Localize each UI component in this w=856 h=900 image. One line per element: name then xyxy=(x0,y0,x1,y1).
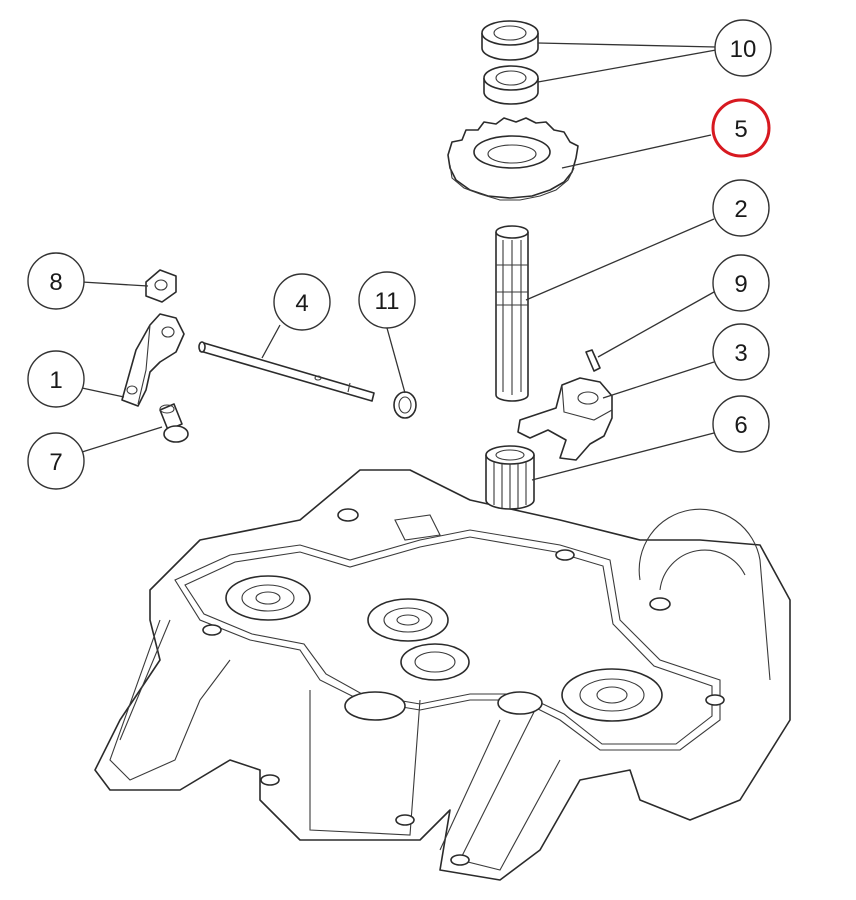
callout-label-5: 5 xyxy=(734,116,747,143)
part-7-bolt xyxy=(159,403,189,443)
callout-label-10: 10 xyxy=(730,36,757,63)
callout-1: 1 xyxy=(27,350,85,408)
part-3-shift-fork xyxy=(517,377,613,461)
callout-label-6: 6 xyxy=(734,412,747,439)
callout-3: 3 xyxy=(712,323,770,381)
callout-label-1: 1 xyxy=(49,367,62,394)
callout-10: 10 xyxy=(714,19,772,77)
part-10-bearings xyxy=(481,20,539,105)
callout-label-11: 11 xyxy=(375,288,400,315)
callout-11: 11 xyxy=(358,271,416,329)
gearbox-housing xyxy=(94,469,791,881)
callout-label-7: 7 xyxy=(49,449,62,476)
callout-label-3: 3 xyxy=(734,340,747,367)
callout-label-4: 4 xyxy=(295,290,308,317)
callout-8: 8 xyxy=(27,252,85,310)
leader-lines xyxy=(81,42,717,481)
part-6-needle-bearing xyxy=(485,445,535,510)
callout-6: 6 xyxy=(712,395,770,453)
callout-label-9: 9 xyxy=(734,271,747,298)
part-5-gear xyxy=(447,117,579,201)
callout-5-highlighted: 5 xyxy=(711,98,771,158)
part-11-seal xyxy=(393,391,417,419)
part-8-nut xyxy=(145,269,177,303)
callout-4: 4 xyxy=(273,273,331,331)
part-1-lever xyxy=(121,313,185,407)
part-9-pin xyxy=(585,349,601,372)
callout-label-2: 2 xyxy=(734,196,747,223)
part-4-rod xyxy=(198,341,375,402)
part-2-splined-shaft xyxy=(495,225,529,402)
callout-9: 9 xyxy=(712,254,770,312)
callout-label-8: 8 xyxy=(49,269,62,296)
callout-7: 7 xyxy=(27,432,85,490)
callout-2: 2 xyxy=(712,179,770,237)
